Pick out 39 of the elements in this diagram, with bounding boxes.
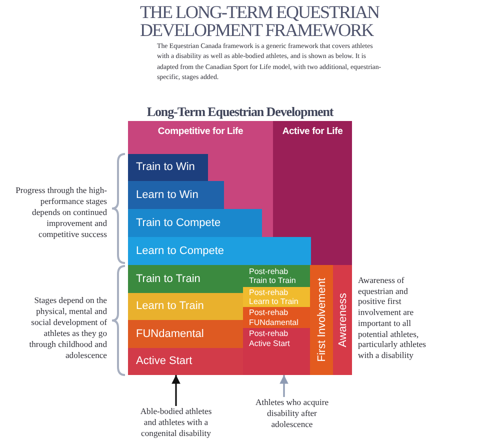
page-title: THE LONG-TERM EQUESTRIAN DEVELOPMENT FRAMEWORK: [140, 3, 380, 39]
stage-label: Train to Win: [136, 161, 195, 174]
note-text: Athletes who acquire disability after adolescence: [253, 397, 331, 430]
bracket-note: Stages depend on the physical, mental and social development of athletes as they go through childhood and adolescence: [28, 295, 107, 361]
stage-label: Post-rehab Active Start: [249, 329, 291, 348]
stage-bar: [243, 328, 310, 375]
side-note: Awareness of equestrian and positive first involvement are important to all potential athletes, particularly athletes with a disability: [358, 275, 428, 361]
lane-label: Active for Life: [282, 126, 343, 137]
stage-bar: [128, 348, 243, 375]
lane-region: [273, 121, 352, 265]
band-label: Awareness: [336, 292, 348, 348]
stage-label: Learn to Train: [136, 300, 204, 313]
stage-label: Post-rehab Learn to Train: [249, 288, 300, 306]
stage-bar: [128, 265, 243, 293]
bracket-note: Progress through the high-performance stages depends on continued improvement and competitive success: [14, 185, 107, 240]
stage-bar: [128, 209, 262, 237]
band-label: First Involvement: [316, 278, 328, 362]
lane-label: Competitive for Life: [158, 126, 244, 137]
stage-label: FUNdamental: [136, 328, 204, 340]
note-text: Able-bodied athletes and athletes with a congenital disability: [137, 406, 215, 439]
stage-label: Post-rehab Train to Train: [249, 266, 297, 286]
stage-label: Train to Train: [136, 272, 200, 286]
stage-label: Learn to Win: [136, 188, 198, 202]
stage-bar: [128, 237, 311, 265]
arrow: [280, 375, 288, 397]
stage-bar: [243, 265, 310, 287]
stage-bar: [128, 181, 224, 209]
stage-bar: [128, 154, 208, 181]
stage-label: Active Start: [136, 355, 192, 368]
stage-label: Train to Compete: [136, 216, 221, 230]
stage-bar: [128, 320, 243, 348]
chart-heading: Long-Term Equestrian Development: [146, 104, 334, 118]
stage-label: Post-rehab FUNdamental: [249, 308, 300, 327]
stage-bar: [243, 307, 310, 328]
stage-label: Learn to Compete: [136, 244, 224, 258]
stage-bar: [243, 287, 310, 307]
stage-bar: [128, 293, 243, 320]
arrow: [172, 375, 180, 406]
lane-region: [128, 121, 273, 237]
